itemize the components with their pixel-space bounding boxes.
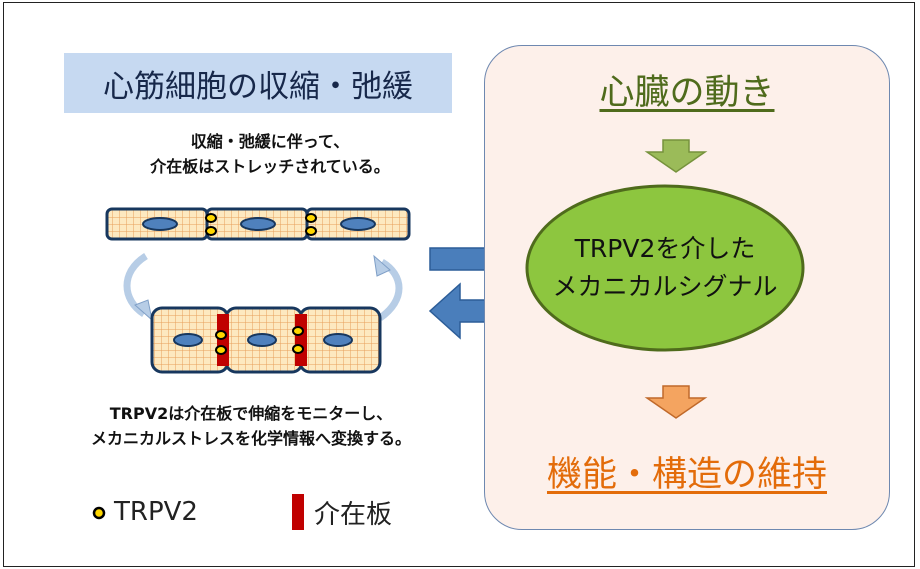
trpv2-channel — [305, 213, 317, 223]
trpv2-channel — [292, 344, 304, 354]
legend-intercalated-disc: 介在板 — [292, 490, 392, 534]
nucleus — [142, 217, 178, 231]
nucleus — [323, 333, 353, 347]
caption-stretch-line-1: 収縮・弛緩に伴って、 — [190, 132, 350, 151]
down-arrow-orange — [644, 385, 708, 419]
stretched-cell-chain — [105, 207, 411, 241]
cycle-arrow-left — [123, 253, 149, 317]
trpv2-channel — [305, 226, 317, 236]
caption-trpv2-line-1: TRPV2は介在板で伸縮をモニターし、 — [109, 404, 393, 423]
trpv2-legend-icon — [92, 506, 106, 520]
signal-ellipse — [525, 184, 805, 352]
trpv2-channel — [205, 213, 217, 223]
legend-trpv2: TRPV2 — [92, 490, 198, 534]
caption-trpv2-function: TRPV2は介在板で伸縮をモニターし、 メカニカルストレスを化学情報へ変換する。 — [36, 401, 466, 451]
trpv2-channel — [215, 345, 227, 355]
intercalated-disc-legend-icon — [292, 494, 304, 530]
signal-label-line-1: TRPV2を介した — [574, 234, 756, 263]
trpv2-channel — [292, 326, 304, 336]
heart-motion-label: 心臓の動き — [599, 73, 775, 113]
nucleus — [240, 217, 276, 231]
legend-trpv2-label: TRPV2 — [114, 497, 198, 527]
nucleus — [173, 333, 203, 347]
caption-trpv2-line-2: メカニカルストレスを化学情報へ変換する。 — [90, 429, 411, 448]
caption-stretch-line-2: 介在板はストレッチされている。 — [150, 157, 390, 176]
signal-label: TRPV2を介した メカニカルシグナル — [524, 230, 806, 306]
trpv2-channel — [215, 330, 227, 340]
cycle-arrowhead-right — [373, 254, 391, 277]
function-maintenance-label: 機能・構造の維持 — [546, 455, 827, 495]
cycle-arrow-right — [377, 258, 403, 321]
nucleus — [340, 217, 376, 231]
left-title: 心筋細胞の収縮・弛緩 — [64, 53, 452, 113]
down-arrow-green — [644, 139, 708, 173]
cycle-arrowhead-left — [134, 299, 153, 322]
legend-disc-label: 介在板 — [314, 499, 393, 530]
caption-stretch: 収縮・弛緩に伴って、 介在板はストレッチされている。 — [80, 129, 460, 179]
nucleus — [247, 333, 277, 347]
trpv2-channel — [205, 226, 217, 236]
contracted-cell-chain — [150, 306, 382, 374]
signal-label-line-2: メカニカルシグナル — [552, 272, 778, 301]
